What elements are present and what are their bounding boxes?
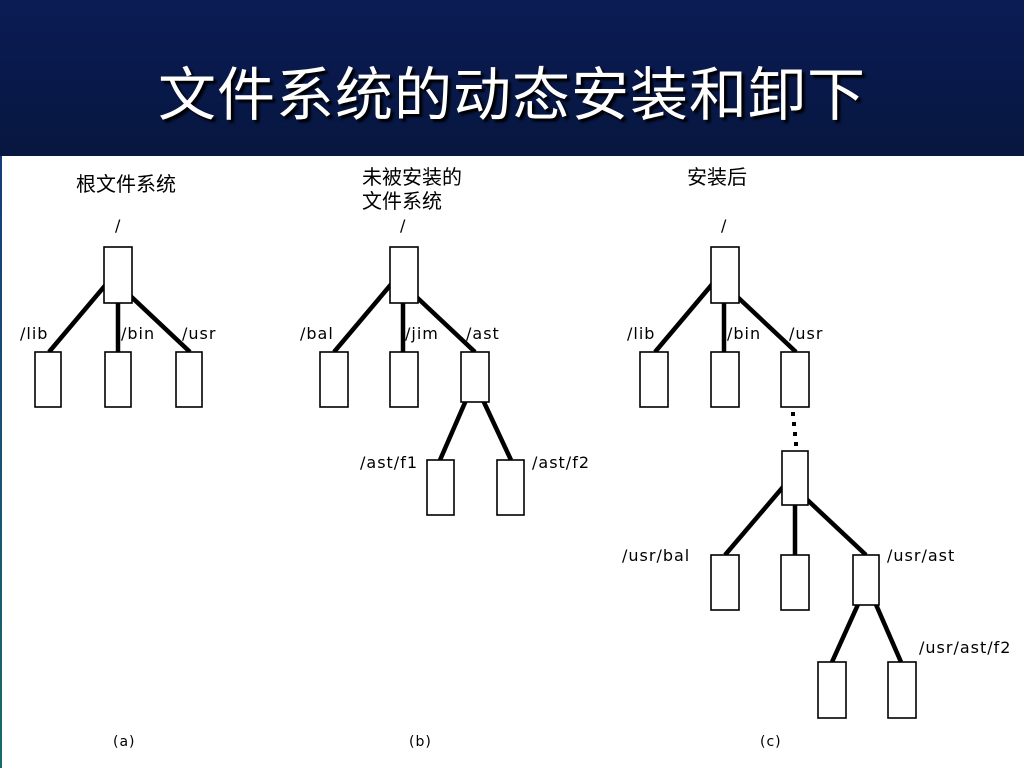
panel-b-edge-ast: [406, 287, 477, 354]
panel-c-caption: (c): [760, 734, 782, 750]
panel-b-heading-line2: 文件系统: [362, 189, 442, 213]
panel-c-edge-ast-f2: [871, 599, 904, 663]
panel-c-usr-mid-node: [780, 554, 810, 611]
panel-a: 根文件系统 / /lib /bin /usr (a): [20, 172, 216, 750]
panel-b: 未被安装的 文件系统 / /bal /jim /ast /ast/f1 /ast…: [300, 165, 590, 750]
panel-b-heading-line1: 未被安装的: [362, 165, 462, 189]
panel-a-caption: (a): [113, 734, 136, 750]
panel-b-bal-node: [319, 351, 349, 408]
panel-a-root-node: [103, 246, 133, 304]
panel-c-ast-left-node: [817, 661, 847, 719]
panel-b-f2-node: [496, 459, 525, 516]
panel-b-ast-node: [460, 351, 490, 403]
panel-c-ast-f2-node: [887, 661, 917, 719]
mount-dot: [791, 412, 795, 416]
panel-c-usr-bal-label: /usr/bal: [622, 546, 690, 565]
mount-link-dots: [791, 412, 798, 446]
panel-c-bin-node: [710, 351, 740, 408]
panel-c-mount-root-node: [781, 450, 809, 506]
panel-a-lib-label: /lib: [20, 324, 48, 343]
panel-a-usr-node: [175, 351, 203, 408]
mount-dot: [794, 442, 798, 446]
panel-b-ast-label: /ast: [466, 324, 500, 343]
panel-c: 安装后 / /lib /bin /usr /usr/bal /usr/a: [622, 165, 1011, 750]
panel-b-edge-f1: [437, 397, 470, 461]
panel-c-lib-label: /lib: [627, 324, 655, 343]
panel-b-root-label: /: [400, 216, 406, 235]
panel-a-heading: 根文件系统: [76, 172, 176, 196]
mount-dot: [793, 432, 797, 436]
panel-a-bin-label: /bin: [121, 324, 155, 343]
panel-a-root-label: /: [115, 216, 121, 235]
left-edge-accent: [0, 156, 2, 768]
slide-title: 文件系统的动态安装和卸下: [157, 61, 866, 129]
panel-a-edge-usr: [121, 287, 192, 354]
panel-c-usr-node: [780, 351, 810, 408]
panel-c-heading: 安装后: [687, 165, 747, 189]
panel-c-edge-ast-left: [829, 599, 863, 663]
panel-c-root-node: [710, 246, 740, 304]
panel-a-lib-node: [34, 351, 62, 408]
panel-b-f2-label: /ast/f2: [532, 453, 590, 472]
panel-c-bin-label: /bin: [727, 324, 761, 343]
panel-b-jim-label: /jim: [405, 324, 439, 343]
panel-b-caption: (b): [409, 734, 432, 750]
panel-c-edge-usr-ast: [798, 491, 868, 557]
panel-a-bin-node: [104, 351, 132, 408]
panel-c-usr-ast-f2-label: /usr/ast/f2: [919, 638, 1011, 657]
panel-c-usr-label: /usr: [789, 324, 823, 343]
panel-c-usr-bal-node: [710, 554, 740, 611]
panel-c-usr-ast-label: /usr/ast: [887, 546, 955, 565]
panel-c-usr-ast-node: [852, 554, 880, 606]
panel-c-root-label: /: [721, 216, 727, 235]
panel-a-usr-label: /usr: [182, 324, 216, 343]
mount-dot: [792, 422, 796, 426]
panel-b-bal-label: /bal: [300, 324, 334, 343]
slide-header: 文件系统的动态安装和卸下: [0, 0, 1024, 156]
panel-c-lib-node: [639, 351, 669, 408]
panel-b-f1-label: /ast/f1: [360, 453, 418, 472]
panel-b-f1-node: [426, 459, 455, 516]
panel-b-edge-f2: [479, 397, 514, 461]
panel-b-jim-node: [389, 351, 419, 408]
panel-c-edge-usr: [727, 287, 798, 354]
panel-b-root-node: [389, 246, 419, 304]
